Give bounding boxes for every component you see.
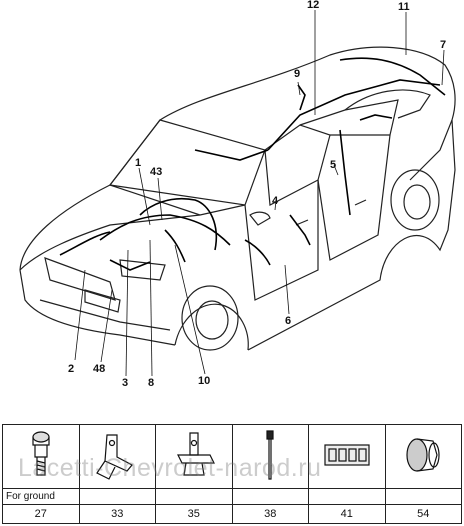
parts-number-row: 27 33 35 38 41 54 (2, 503, 462, 525)
part-number: 27 (2, 503, 80, 525)
part-cell (78, 424, 156, 489)
wire-harness (59, 57, 446, 271)
grommet-icon (406, 438, 440, 472)
part-number: 54 (384, 503, 462, 525)
callout-7: 7 (440, 39, 446, 51)
bracket-clip-icon (96, 434, 134, 480)
part-number: 33 (78, 503, 156, 525)
callout-4: 4 (272, 195, 279, 207)
callout-1: 1 (135, 157, 141, 169)
callout-6: 6 (285, 315, 291, 327)
car-body-outline (19, 46, 456, 351)
parts-note-row: For ground (2, 487, 462, 505)
ground-note: For ground (2, 487, 80, 505)
part-cell (308, 424, 386, 489)
part-cell (384, 424, 462, 489)
part-number: 38 (231, 503, 309, 525)
cable-tie-icon (266, 430, 274, 480)
ground-bolt-icon (32, 431, 50, 476)
connector-block-icon (324, 444, 370, 466)
callout-9: 9 (294, 68, 300, 80)
parts-icon-row (2, 424, 462, 489)
callout-10: 10 (198, 375, 210, 387)
callout-11: 11 (398, 1, 410, 13)
callout-3: 3 (122, 377, 128, 389)
leader-lines (74, 10, 445, 377)
callout-8: 8 (148, 377, 154, 389)
part-number: 35 (155, 503, 233, 525)
callout-2: 2 (68, 363, 74, 375)
part-cell (155, 424, 233, 489)
wiring-harness-diagram: 1 43 2 48 3 8 10 4 6 5 9 12 11 7 (19, 0, 456, 389)
callout-12: 12 (307, 0, 319, 11)
fastener-parts-table: For ground 27 33 35 38 41 54 (2, 424, 462, 525)
callout-labels: 1 43 2 48 3 8 10 4 6 5 9 12 11 7 (68, 0, 446, 389)
part-number: 41 (308, 503, 386, 525)
callout-5: 5 (330, 159, 336, 171)
callout-48: 48 (93, 363, 105, 375)
part-cell (231, 424, 309, 489)
mount-clip-icon (176, 432, 215, 476)
part-cell (2, 424, 80, 489)
callout-43: 43 (150, 166, 162, 178)
